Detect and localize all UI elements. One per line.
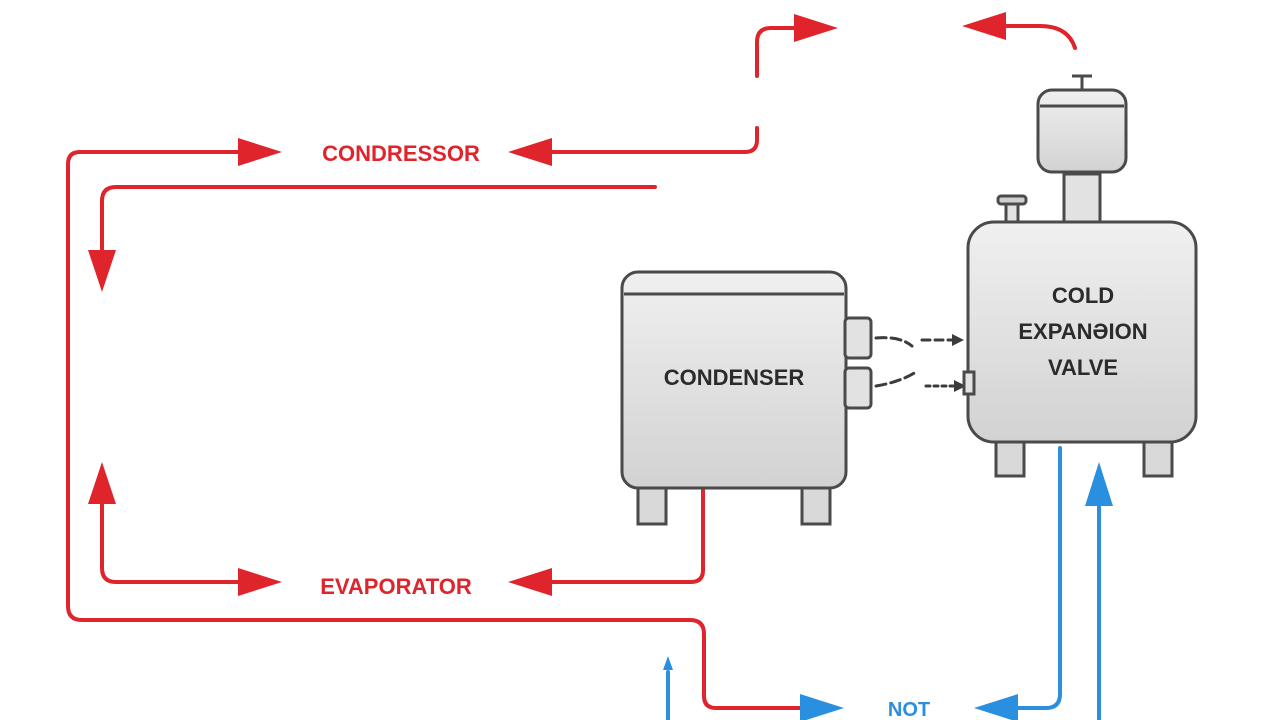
arrow-left-icon xyxy=(508,568,552,596)
cold-arrowheads xyxy=(663,462,1113,720)
expansion-valve-unit xyxy=(962,74,1198,478)
transfer-pipe-upper xyxy=(874,336,914,348)
inner-upper-line xyxy=(100,185,657,264)
top-riser-line xyxy=(518,126,759,154)
top-right-curve-line xyxy=(998,24,1077,50)
arrow-up-icon xyxy=(88,462,116,504)
condenser-port-bottom xyxy=(843,366,873,410)
evaporator-label: EVAPORATOR xyxy=(320,574,472,599)
condressor-label: CONDRESSOR xyxy=(322,141,480,166)
condenser-leg-right xyxy=(800,482,832,526)
valve-leg-left xyxy=(994,438,1026,478)
top-left-riser-line xyxy=(755,26,802,78)
transfer-pipe-lower xyxy=(874,370,918,388)
valve-outlet-line xyxy=(1008,446,1062,710)
valve-label-line2: EXPANƏION xyxy=(1018,319,1147,344)
condenser-label: CONDENSER xyxy=(664,365,805,390)
transfer-arrowheads xyxy=(952,334,966,392)
arrow-left-icon xyxy=(974,694,1018,720)
condenser-port-top xyxy=(843,316,873,360)
condenser-drain-line xyxy=(538,486,705,584)
valve-leg-right xyxy=(1142,438,1174,478)
cold-refrigerant-lines xyxy=(666,446,1101,720)
valve-body xyxy=(966,220,1198,444)
valve-label-line1: COLD xyxy=(1052,283,1114,308)
inner-lower-line xyxy=(100,488,252,584)
valve-side-port xyxy=(962,370,976,396)
arrow-up-icon xyxy=(663,656,673,670)
arrow-right-icon xyxy=(794,14,838,42)
valve-top-cap xyxy=(1036,88,1128,174)
hot-arrowheads xyxy=(88,12,1006,596)
arrow-left-icon xyxy=(962,12,1006,40)
arrow-left-icon xyxy=(508,138,552,166)
arrow-right-icon xyxy=(952,334,964,346)
valve-neck xyxy=(1062,172,1102,224)
hot-refrigerant-lines xyxy=(66,24,1077,710)
arrow-right-icon xyxy=(238,138,282,166)
arrow-down-icon xyxy=(88,250,116,292)
valve-label-line3: VALVE xyxy=(1048,355,1118,380)
outer-loop-line xyxy=(66,150,812,710)
not-label: NOT xyxy=(888,699,930,720)
valve-gauge-cap xyxy=(996,194,1028,206)
condenser-unit xyxy=(620,270,873,526)
arrow-right-icon xyxy=(238,568,282,596)
transfer-pipes xyxy=(874,336,958,388)
arrow-right-icon xyxy=(800,694,844,720)
condenser-leg-left xyxy=(636,482,668,526)
arrow-right-icon xyxy=(954,380,966,392)
arrow-up-icon xyxy=(1085,462,1113,506)
